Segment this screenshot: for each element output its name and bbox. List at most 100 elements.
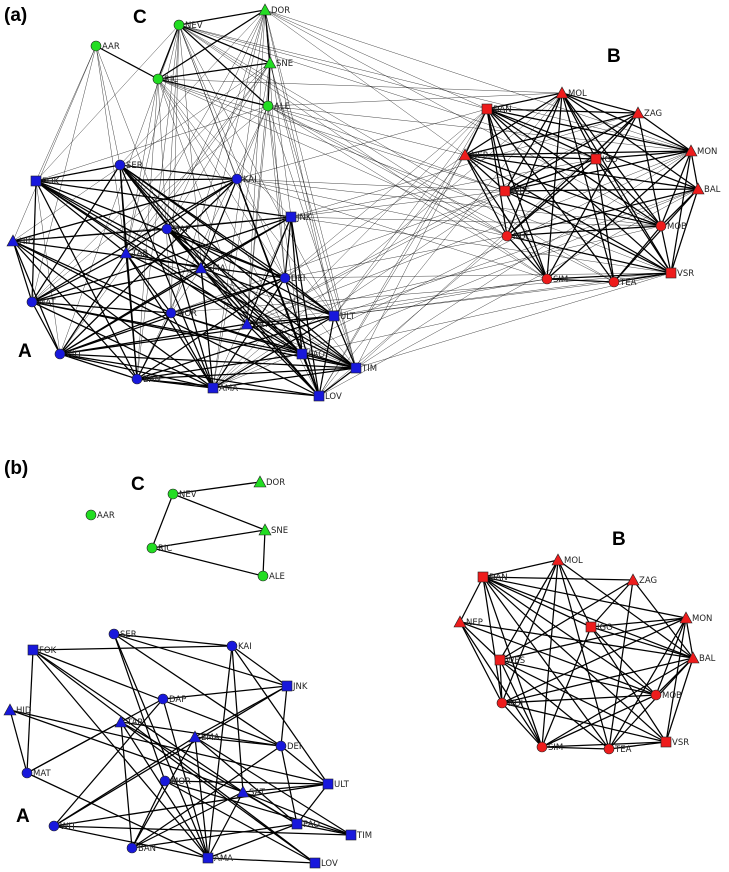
node-dan-marker [481, 103, 493, 115]
cross-edge [236, 178, 548, 280]
node-zag: ZAG [626, 573, 657, 586]
node-mat-marker [21, 767, 33, 779]
node-ama-label: AMA [219, 384, 238, 394]
cross-edge [264, 9, 286, 279]
group-a-thin-edge [200, 267, 357, 369]
node-ale-marker [257, 570, 269, 582]
node-lov: LOV [313, 390, 342, 402]
group-b-edge [482, 559, 559, 578]
node-sat-label: SAT [253, 320, 270, 330]
node-ban-marker [126, 842, 138, 854]
node-vsr-marker [665, 267, 677, 279]
node-tea-label: TEA [614, 745, 632, 755]
panel-b-edges [9, 481, 694, 864]
node-sat-marker [236, 785, 250, 798]
node-dap-label: DAP [169, 695, 186, 705]
node-pao: PAO [296, 348, 325, 360]
node-jnk: JNK [281, 680, 308, 692]
cross-edge [290, 158, 597, 218]
group-a-edge [207, 823, 298, 859]
node-hid-marker [3, 703, 17, 716]
group-b-edge [499, 659, 543, 748]
group-b-edge [464, 154, 597, 160]
cross-edge [236, 178, 506, 192]
group-b-edge [561, 92, 639, 114]
node-dor: DOR [253, 475, 285, 488]
cross-edge [264, 9, 488, 110]
group-a-edge [125, 252, 357, 369]
group-c-edge [264, 9, 271, 64]
cross-edge [267, 92, 563, 107]
node-tar-marker [114, 715, 128, 728]
node-dor: DOR [258, 3, 290, 16]
group-b-edge [464, 112, 639, 156]
node-fok: FOK [30, 175, 60, 187]
node-ric-label: RIC [158, 544, 172, 554]
cross-edge [95, 45, 168, 230]
group-a-edge [53, 685, 288, 827]
node-dan: DAN [477, 571, 508, 583]
group-a-edge [59, 267, 202, 355]
node-nep: NEP [453, 615, 483, 628]
group-b-edge [608, 579, 634, 750]
cross-edge [157, 78, 172, 314]
panel-b: AARNEVDORSNERICALEFOKSERKAIJNKHIDDAPTARE… [3, 458, 716, 869]
node-dei-marker [275, 740, 287, 752]
cross-edge [178, 24, 286, 279]
group-b-edge [499, 617, 687, 661]
group-a-edge [113, 633, 288, 687]
node-nev: NEV [167, 488, 197, 500]
group-b-edge [501, 559, 559, 704]
node-dei-marker [279, 272, 291, 284]
node-igo-marker [585, 621, 597, 633]
group-a-edge [31, 301, 172, 314]
cross-edge [157, 78, 563, 94]
group-a-edge [242, 783, 329, 793]
cross-edge [246, 150, 692, 325]
cross-edge [355, 272, 672, 369]
group-a-thin-edge [12, 216, 292, 242]
node-bal-marker [686, 651, 700, 664]
group-c-edge [157, 62, 271, 80]
group-a-edge [59, 252, 127, 355]
node-dap: DAP [161, 223, 190, 235]
group-b-edge [459, 621, 694, 659]
node-sim-label: SIM [553, 275, 568, 285]
group-b-edge [595, 158, 672, 274]
group-a-edge [31, 267, 202, 303]
group-b-edge [595, 158, 615, 283]
node-wes-marker [499, 185, 511, 197]
group-a-edge [53, 698, 164, 827]
group-a-edge [194, 736, 298, 825]
group-a-edge [59, 315, 335, 355]
group-a-edge [32, 649, 244, 793]
cross-edge [264, 9, 335, 317]
cross-edge [264, 9, 292, 218]
node-ema-marker [188, 730, 202, 743]
group-c-edge [172, 493, 266, 531]
node-wes-label: WES [506, 656, 525, 666]
group-b-edge [685, 617, 694, 659]
node-aar-label: AAR [102, 42, 120, 52]
node-mob: MOB [655, 220, 687, 232]
node-igo: IGO [585, 621, 613, 633]
cross-edge [35, 45, 97, 182]
cross-edge [264, 9, 357, 369]
group-b-edge [637, 112, 662, 227]
group-a-thin-edge [59, 178, 238, 355]
node-dei: DEI [279, 272, 305, 284]
cross-edge [355, 150, 692, 369]
cross-edge [333, 154, 466, 317]
node-lov-marker [313, 390, 325, 402]
panel-a-cluster-a-label: A [18, 341, 32, 362]
group-a-edge [162, 698, 209, 859]
node-mon: MON [679, 611, 712, 624]
group-a-edge [166, 228, 357, 369]
node-kai-marker [231, 173, 243, 185]
node-aar-marker [90, 40, 102, 52]
cross-edge [170, 158, 597, 314]
node-wit: WIT [48, 820, 77, 832]
cross-edge [290, 190, 506, 218]
node-dor-marker [258, 3, 272, 16]
node-mon-label: MON [697, 147, 717, 157]
